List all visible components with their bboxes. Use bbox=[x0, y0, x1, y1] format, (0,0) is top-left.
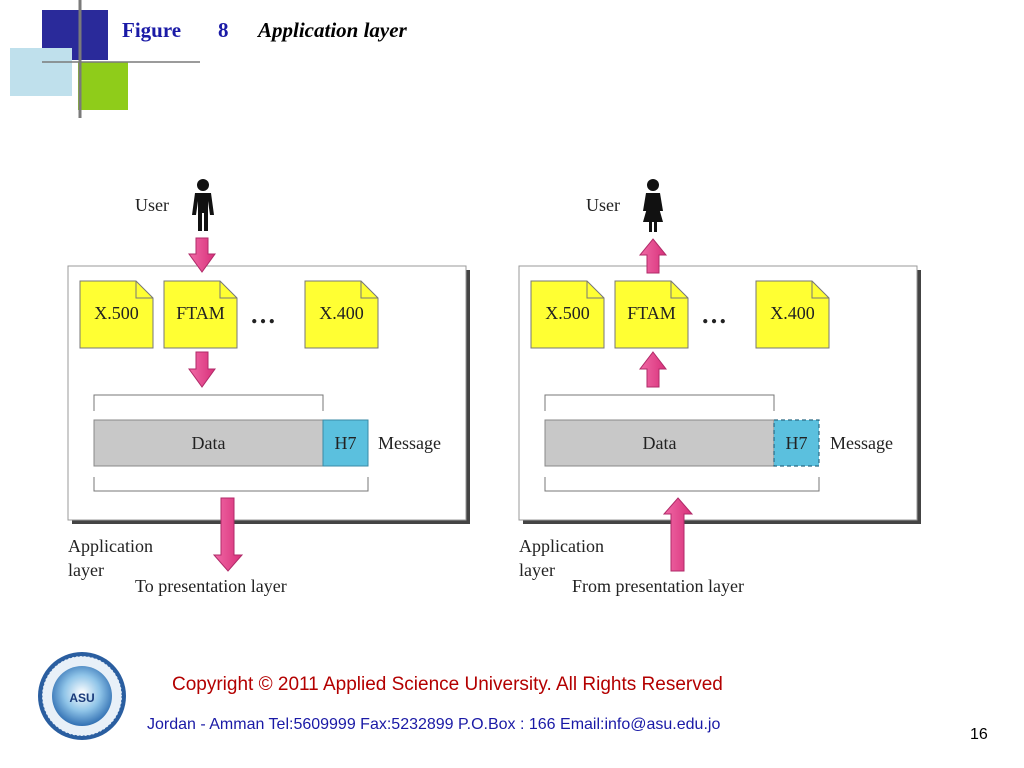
user-label: User bbox=[135, 195, 169, 215]
data-label: Data bbox=[191, 433, 226, 453]
header-h7-block bbox=[322, 419, 369, 467]
right-panel bbox=[518, 179, 921, 572]
user-label: User bbox=[586, 195, 620, 215]
service-ftam bbox=[163, 280, 238, 349]
service-label: FTAM bbox=[627, 303, 676, 323]
up-arrow-icon bbox=[638, 351, 668, 388]
female-user-icon bbox=[643, 179, 663, 232]
header-label: H7 bbox=[334, 433, 357, 453]
header-label: H7 bbox=[785, 433, 808, 453]
direction-label: From presentation layer bbox=[572, 576, 744, 596]
service-label: X.400 bbox=[770, 303, 815, 323]
message-label: Message bbox=[830, 433, 893, 453]
layer-label: layer bbox=[68, 560, 104, 580]
ellipsis: … bbox=[701, 300, 727, 329]
left-panel bbox=[67, 179, 470, 572]
up-arrow-icon bbox=[638, 238, 668, 274]
up-arrow-icon bbox=[662, 497, 694, 572]
layer-label: Application bbox=[519, 536, 604, 556]
layer-label: Application bbox=[68, 536, 153, 556]
slide-title: Application layer bbox=[258, 18, 407, 42]
service-label: X.400 bbox=[319, 303, 364, 323]
service-x400 bbox=[304, 280, 379, 349]
service-label: X.500 bbox=[545, 303, 590, 323]
service-ftam bbox=[614, 280, 689, 349]
service-label: FTAM bbox=[176, 303, 225, 323]
copyright-text: Copyright © 2011 Applied Science Univers… bbox=[172, 674, 723, 695]
down-arrow-icon bbox=[188, 237, 216, 273]
message-label: Message bbox=[378, 433, 441, 453]
direction-label: To presentation layer bbox=[135, 576, 287, 596]
male-user-icon bbox=[192, 179, 214, 231]
logo-text: ASU bbox=[69, 691, 94, 705]
contact-text: Jordan - Amman Tel:5609999 Fax:5232899 P… bbox=[147, 716, 721, 733]
university-logo: ASU bbox=[38, 652, 126, 740]
page-number: 16 bbox=[970, 726, 988, 743]
slide-title-number: 8 bbox=[218, 18, 229, 42]
down-arrow-icon bbox=[212, 497, 244, 572]
down-arrow-icon bbox=[188, 351, 216, 388]
data-block bbox=[544, 419, 775, 467]
header-h7-block bbox=[773, 419, 820, 467]
service-x500 bbox=[79, 280, 154, 349]
slide-title-prefix: Figure bbox=[122, 18, 182, 42]
service-x400 bbox=[755, 280, 830, 349]
ellipsis: … bbox=[250, 300, 276, 329]
corner-decoration bbox=[10, 0, 200, 118]
service-label: X.500 bbox=[94, 303, 139, 323]
layer-label: layer bbox=[519, 560, 555, 580]
service-x500 bbox=[530, 280, 605, 349]
data-label: Data bbox=[642, 433, 677, 453]
application-layer-diagram bbox=[67, 179, 921, 572]
